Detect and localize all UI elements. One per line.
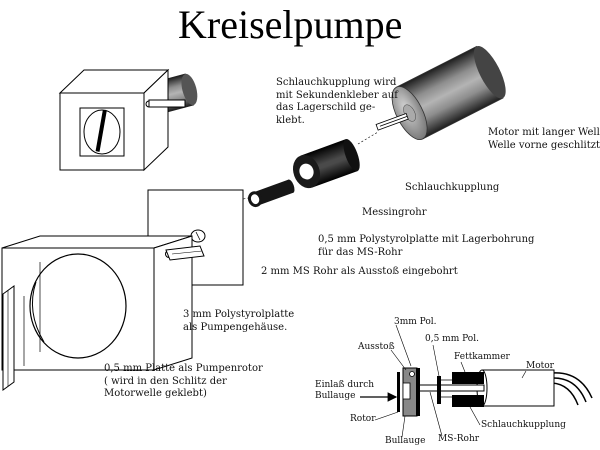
label-line: Schlauchkupplung wird (276, 77, 397, 88)
label-ausstoss: Ausstoß (358, 342, 395, 352)
label-ms-outlet: 2 mm MS Rohr als Ausstoß eingebohrt (261, 266, 458, 277)
label-rotor: Rotor (350, 414, 376, 424)
label-line: Bullauge (315, 391, 356, 402)
rotor-plate (2, 285, 15, 391)
label-rotor-plate: 0,5 mm Platte als Pumpenrotor ( wird in … (104, 363, 263, 401)
pump-housing-block (1, 235, 205, 371)
label-line: für das MS-Rohr (318, 246, 403, 258)
label-pol3: 3mm Pol. (394, 317, 437, 327)
cross-section (360, 324, 593, 438)
motor-cylinder (391, 45, 506, 140)
label-line: 0,5 mm Platte als Pumpenrotor (104, 363, 263, 374)
label-line: Einlaß durch (315, 380, 375, 390)
label-line: 3 mm Polystyrolplatte (183, 309, 295, 320)
label-line: als Pumpengehäuse. (183, 321, 288, 333)
hose-coupling-part (292, 139, 360, 189)
label-ps-plate-bearing: 0,5 mm Polystyrolplatte mit Lagerbohrung… (318, 234, 534, 259)
label-line: 0,5 mm Polystyrolplatte mit Lagerbohrung (318, 234, 535, 245)
diagram-title: Kreiselpumpe (178, 2, 403, 47)
motor-shaft (375, 112, 409, 131)
label-msrohr: MS-Rohr (438, 434, 480, 444)
label-einlass: Einlaß durch Bullauge (315, 380, 374, 403)
label-hose-glued: Schlauchkupplung wird mit Sekundenkleber… (276, 77, 398, 127)
label-line: ( wird in den Schlitz der (104, 375, 227, 387)
label-pump-housing: 3 mm Polystyrolplatte als Pumpengehäuse. (183, 309, 294, 334)
label-fettkammer: Fettkammer (454, 352, 510, 362)
assembled-pump-small (58, 68, 198, 172)
label-schlauchkupplung: Schlauchkupplung (481, 420, 566, 430)
brass-tube-part (247, 179, 295, 208)
label-pol05: 0,5 mm Pol. (425, 334, 479, 344)
label-line: mit Sekundenkleber auf (276, 89, 398, 101)
label-line: Welle vorne geschlitzt (488, 139, 600, 151)
label-bullauge: Bullauge (385, 436, 426, 446)
label-brass-tube: Messingrohr (362, 207, 427, 218)
label-hose-coupling: Schlauchkupplung (405, 182, 500, 193)
label-motor: Motor (526, 361, 554, 371)
label-line: das Lagerschild ge- (276, 102, 376, 113)
label-motor-long-shaft: Motor mit langer Welle, Welle vorne gesc… (488, 127, 600, 152)
assembly-axis-line (357, 131, 379, 145)
label-line: Motor mit langer Welle, (488, 127, 600, 138)
label-line: klebt. (276, 114, 305, 126)
label-line: Motorwelle geklebt) (104, 388, 207, 399)
